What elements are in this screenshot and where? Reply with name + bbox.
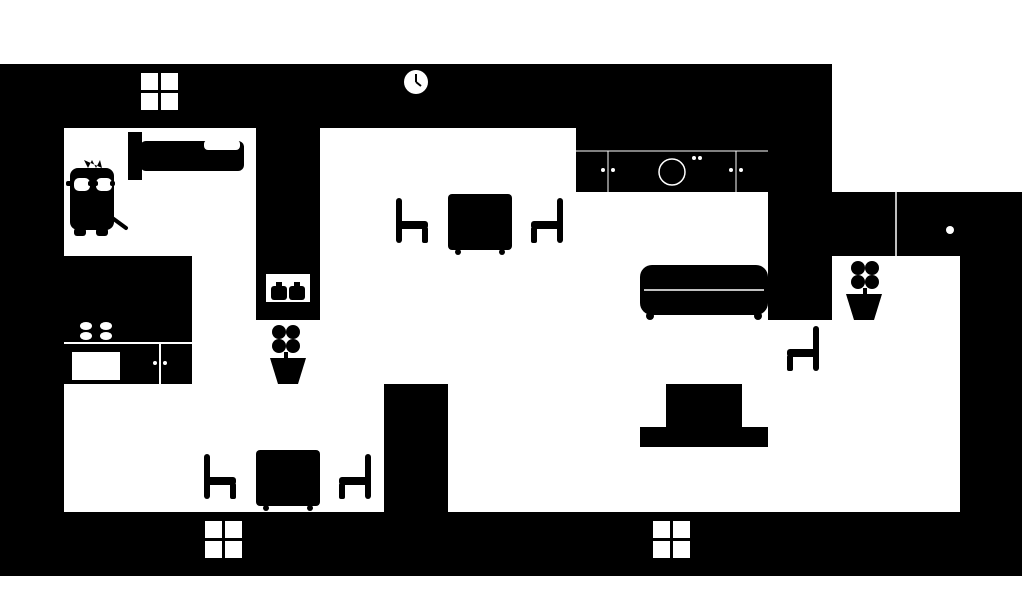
potted-plant-icon[interactable] — [270, 325, 306, 384]
chair-icon[interactable] — [204, 454, 236, 499]
chair-icon[interactable] — [531, 198, 563, 243]
bed-icon[interactable] — [128, 132, 244, 180]
sofa-icon[interactable] — [640, 265, 768, 320]
dining-table-icon[interactable] — [256, 450, 320, 511]
window-icon[interactable] — [205, 521, 242, 558]
robot-with-sunglasses-and-cane[interactable] — [66, 160, 128, 236]
dining-table-icon[interactable] — [448, 194, 512, 255]
window-icon[interactable] — [653, 521, 690, 558]
chair-icon[interactable] — [787, 326, 819, 371]
floor-right — [832, 256, 960, 384]
floor-left-mid — [192, 256, 256, 384]
chair-icon[interactable] — [396, 198, 428, 243]
washing-machine-icon[interactable] — [576, 150, 768, 192]
stove-icon[interactable] — [64, 256, 192, 384]
tv-stand-icon[interactable] — [640, 384, 768, 447]
door-icon[interactable] — [895, 192, 954, 256]
potted-plant-icon[interactable] — [846, 261, 882, 320]
window-icon[interactable] — [141, 73, 178, 110]
floor-left-lower — [64, 384, 384, 512]
cabinet-with-jars-icon[interactable] — [266, 274, 310, 302]
wall-clock-icon[interactable] — [404, 70, 428, 94]
chair-icon[interactable] — [339, 454, 371, 499]
floor-center-c — [256, 320, 832, 384]
